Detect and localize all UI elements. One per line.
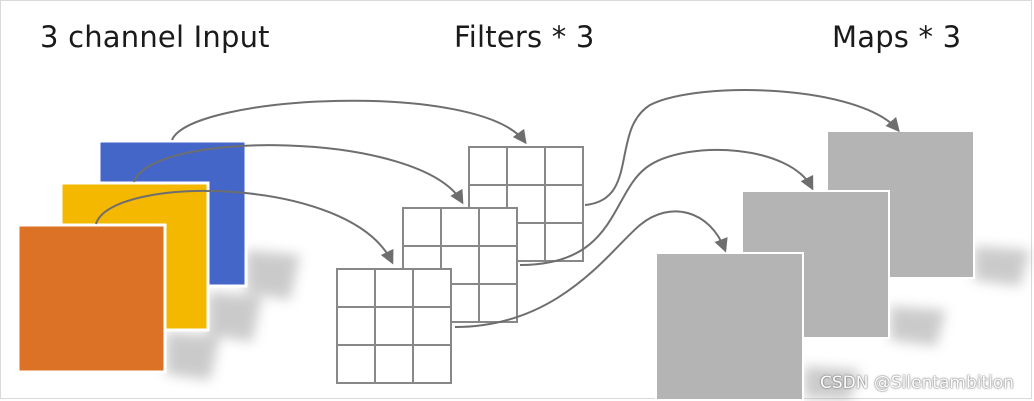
arrow-yellow-to-filter <box>133 144 464 205</box>
shadow-map-front <box>804 366 860 400</box>
shadow-orange <box>166 332 220 380</box>
filter-background <box>337 269 451 383</box>
arrow-blue-to-filter <box>171 99 527 145</box>
map-front <box>655 252 804 401</box>
shadow-map-mid <box>890 306 946 346</box>
filter-grid-back <box>468 146 584 262</box>
arrow-orange-to-filter <box>95 190 394 265</box>
heading-maps: Maps * 3 <box>832 20 962 54</box>
heading-filters: Filters * 3 <box>454 20 595 54</box>
watermark: CSDN @Silentambition <box>820 373 1015 393</box>
shadow-blue <box>246 250 300 300</box>
shadow-yellow <box>208 292 262 342</box>
arrow-filter-to-map-mid <box>519 149 814 266</box>
arrow-filter-to-map-front <box>454 210 728 328</box>
arrow-filter-to-map-back <box>584 89 900 206</box>
shadow-map-back <box>974 246 1030 286</box>
filter-grid-front <box>336 268 452 384</box>
filter-cell <box>544 222 584 262</box>
filter-cell <box>412 344 452 384</box>
channel-orange <box>16 223 167 374</box>
shadows <box>166 246 1030 400</box>
heading-input: 3 channel Input <box>40 20 270 54</box>
